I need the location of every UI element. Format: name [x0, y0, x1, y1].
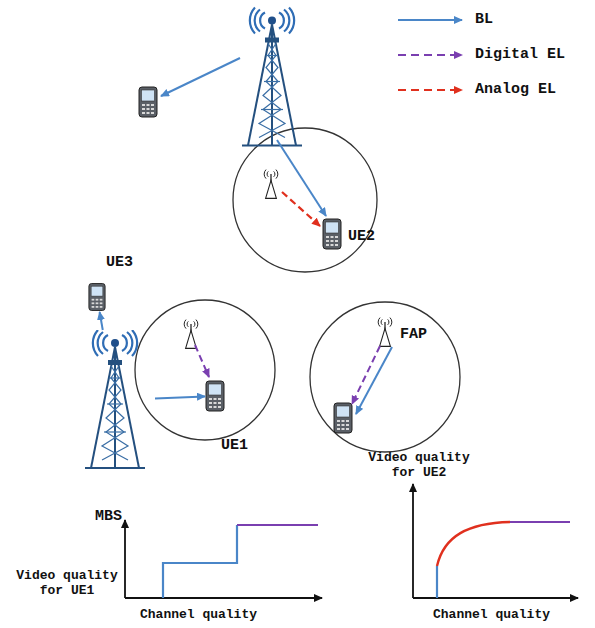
axis-title: Channel quality [140, 606, 257, 623]
node-label: FAP [400, 326, 427, 343]
axis-title: Channel quality [433, 606, 550, 623]
femto-access-point: FAP [376, 316, 394, 348]
bl-link [155, 396, 205, 398]
node-label: MBS [95, 508, 122, 525]
node-label: UE1 [221, 437, 248, 454]
phone-ue: UE2 [322, 218, 342, 250]
legend-label: BL [475, 11, 493, 28]
macro-base-station: MBS [75, 330, 155, 470]
node-label: UE2 [348, 228, 375, 245]
phone-ue: UE3 [88, 282, 106, 312]
bl-link [100, 312, 103, 330]
node-label: UE3 [106, 254, 133, 271]
axis-title: Video quality for UE2 [360, 450, 478, 480]
axis-title: Video quality for UE1 [12, 568, 122, 598]
legend-label: Analog EL [475, 81, 556, 98]
phone-ue: UE1 [205, 380, 225, 412]
legend-label: Digital EL [475, 46, 565, 63]
